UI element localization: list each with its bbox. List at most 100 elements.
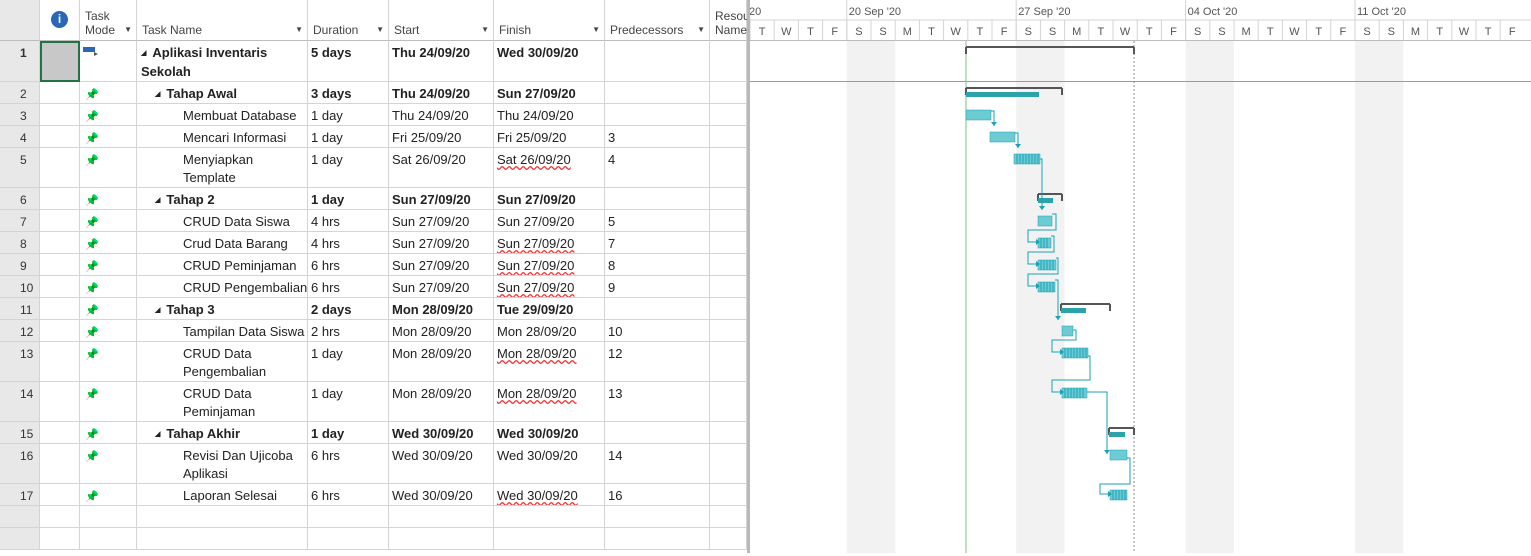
predecessors-cell[interactable] [605,41,710,82]
resource-names-cell[interactable] [710,422,747,444]
task-mode-cell[interactable]: 📌 [80,382,137,422]
duration-cell[interactable]: 3 days [308,82,389,104]
task-name-cell[interactable]: CRUD Data Peminjaman [137,382,308,422]
start-cell[interactable]: Sun 27/09/20 [389,210,494,232]
finish-cell[interactable]: Wed 30/09/20 [494,444,605,484]
resource-names-cell[interactable] [710,254,747,276]
empty-cell[interactable] [40,506,80,528]
task-name-cell[interactable]: ◢Aplikasi Inventaris Sekolah [137,41,308,82]
resource-names-cell[interactable] [710,320,747,342]
finish-cell[interactable]: Sun 27/09/20 [494,82,605,104]
row-number[interactable]: 10 [0,276,40,298]
task-mode-cell[interactable]: 📌 [80,342,137,382]
collapse-triangle-icon[interactable]: ◢ [155,307,161,314]
predecessors-cell[interactable] [605,82,710,104]
resource-names-cell[interactable] [710,148,747,188]
task-name-cell[interactable]: Membuat Database [137,104,308,126]
start-cell[interactable]: Sun 27/09/20 [389,276,494,298]
resource-names-cell[interactable] [710,210,747,232]
row-number[interactable]: 16 [0,444,40,484]
empty-cell[interactable] [494,528,605,550]
start-cell[interactable]: Mon 28/09/20 [389,320,494,342]
row-number[interactable]: 3 [0,104,40,126]
task-mode-cell[interactable]: 📌 [80,422,137,444]
collapse-triangle-icon[interactable]: ◢ [155,197,161,204]
duration-cell[interactable]: 6 hrs [308,276,389,298]
task-mode-cell[interactable]: 📌 [80,320,137,342]
indicators-cell[interactable] [40,148,80,188]
row-number[interactable]: 15 [0,422,40,444]
duration-cell[interactable]: 1 day [308,188,389,210]
task-name-cell[interactable]: ◢Tahap Akhir [137,422,308,444]
finish-cell[interactable]: Tue 29/09/20 [494,298,605,320]
row-number[interactable]: 2 [0,82,40,104]
row-number[interactable]: 14 [0,382,40,422]
task-mode-cell[interactable]: 📌 [80,254,137,276]
task-mode-cell[interactable]: 📌 [80,126,137,148]
start-cell[interactable]: Mon 28/09/20 [389,342,494,382]
indicators-cell[interactable] [40,232,80,254]
finish-cell[interactable]: Thu 24/09/20 [494,104,605,126]
task-mode-column-header[interactable]: Task Mode ▼ [80,0,137,41]
duration-cell[interactable]: 4 hrs [308,210,389,232]
predecessors-cell[interactable]: 16 [605,484,710,506]
start-cell[interactable]: Thu 24/09/20 [389,82,494,104]
predecessors-cell[interactable]: 3 [605,126,710,148]
start-cell[interactable]: Wed 30/09/20 [389,484,494,506]
task-name-cell[interactable]: Laporan Selesai [137,484,308,506]
collapse-triangle-icon[interactable]: ◢ [155,431,161,438]
view-splitter[interactable] [747,0,750,553]
start-column-header[interactable]: Start ▼ [389,0,494,41]
task-mode-cell[interactable]: 📌 [80,276,137,298]
empty-cell[interactable] [137,528,308,550]
row-number[interactable] [0,506,40,528]
predecessors-cell[interactable]: 4 [605,148,710,188]
duration-column-header[interactable]: Duration ▼ [308,0,389,41]
chevron-down-icon[interactable]: ▼ [295,25,303,34]
empty-cell[interactable] [389,528,494,550]
predecessors-cell[interactable]: 5 [605,210,710,232]
task-name-cell[interactable]: Revisi Dan Ujicoba Aplikasi [137,444,308,484]
finish-cell[interactable]: Sat 26/09/20 [494,148,605,188]
task-mode-cell[interactable]: 📌 [80,210,137,232]
predecessors-cell[interactable]: 13 [605,382,710,422]
indicators-cell[interactable] [40,126,80,148]
empty-cell[interactable] [80,528,137,550]
finish-cell[interactable]: Mon 28/09/20 [494,382,605,422]
indicators-cell[interactable] [40,298,80,320]
row-number[interactable]: 12 [0,320,40,342]
resource-names-cell[interactable] [710,342,747,382]
indicators-cell[interactable] [40,484,80,506]
task-name-cell[interactable]: Tampilan Data Siswa [137,320,308,342]
task-name-cell[interactable]: CRUD Pengembalian [137,276,308,298]
predecessors-cell[interactable]: 8 [605,254,710,276]
indicators-cell[interactable] [40,82,80,104]
task-mode-cell[interactable]: 📌 [80,232,137,254]
predecessors-cell[interactable] [605,298,710,320]
indicators-cell[interactable] [40,320,80,342]
empty-cell[interactable] [710,506,747,528]
start-cell[interactable]: Mon 28/09/20 [389,382,494,422]
chevron-down-icon[interactable]: ▼ [376,25,384,34]
task-mode-cell[interactable]: 📌 [80,104,137,126]
task-name-cell[interactable]: ◢Tahap 3 [137,298,308,320]
task-mode-cell[interactable]: 📌 [80,444,137,484]
row-number[interactable]: 9 [0,254,40,276]
task-mode-cell[interactable]: 📌 [80,298,137,320]
indicators-cell[interactable] [40,188,80,210]
start-cell[interactable]: Sat 26/09/20 [389,148,494,188]
task-name-column-header[interactable]: Task Name ▼ [137,0,308,41]
row-number[interactable]: 4 [0,126,40,148]
task-name-cell[interactable]: Crud Data Barang [137,232,308,254]
indicators-column-header[interactable]: i [40,0,80,41]
empty-row[interactable] [0,506,747,528]
predecessors-cell[interactable] [605,422,710,444]
resource-names-cell[interactable] [710,444,747,484]
empty-row[interactable] [0,528,747,550]
